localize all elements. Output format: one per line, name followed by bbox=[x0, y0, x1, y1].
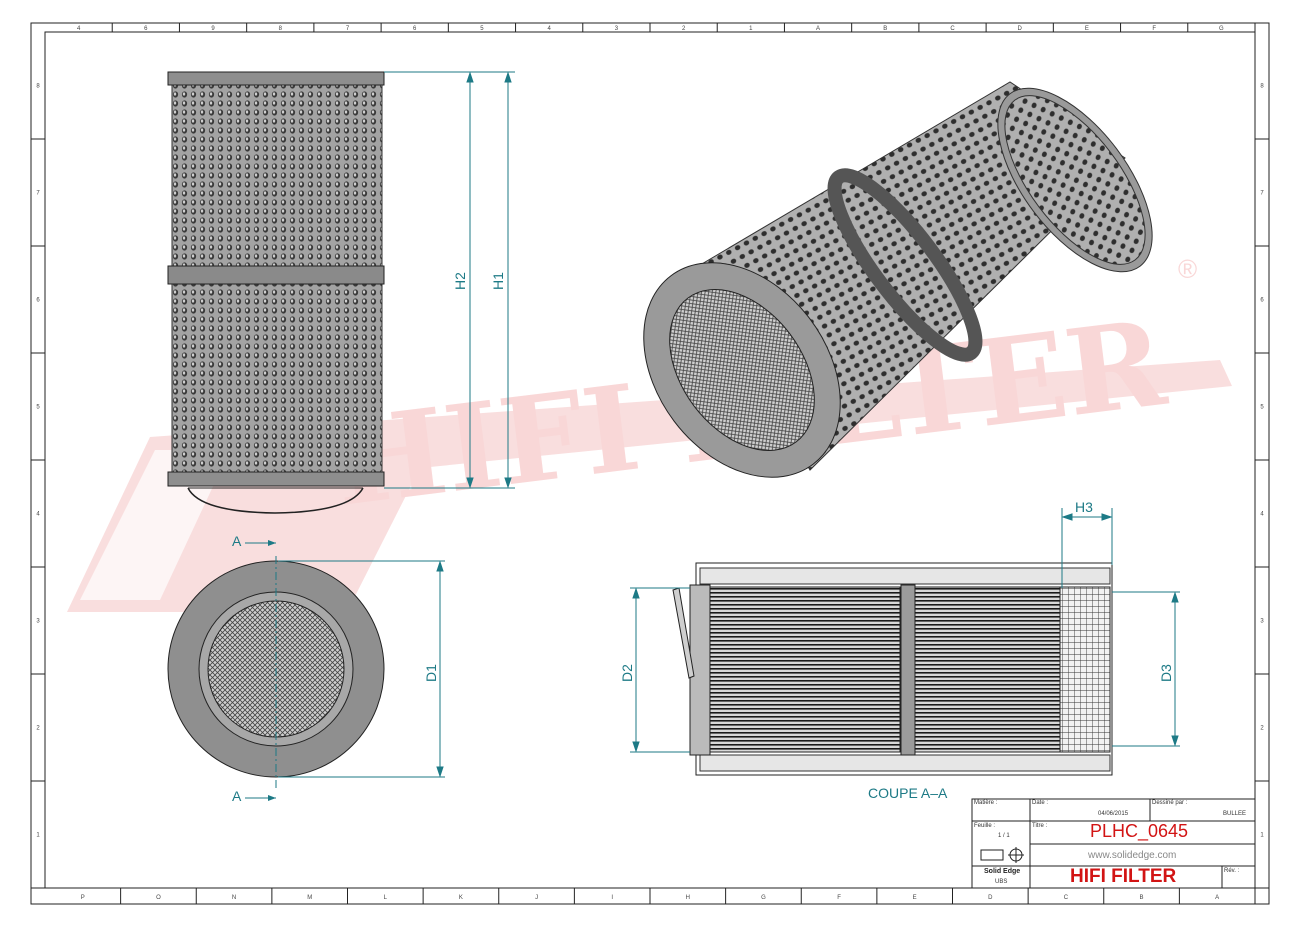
drawn-by-label: Dessiné par : bbox=[1152, 800, 1188, 806]
end-view bbox=[167, 540, 385, 801]
title-block bbox=[971, 798, 1256, 889]
sheet-value: 1 / 1 bbox=[998, 833, 1010, 839]
left-zone-mark: 5 bbox=[36, 405, 40, 411]
watermark-mark: ® bbox=[1178, 254, 1197, 284]
left-zone-mark: 4 bbox=[36, 512, 40, 518]
bottom-zone-mark: P bbox=[81, 895, 85, 901]
right-zone-mark: 4 bbox=[1260, 512, 1264, 518]
drawn-by-value: BULLEE bbox=[1223, 811, 1247, 817]
top-zone-mark: 3 bbox=[615, 26, 619, 32]
date-value: 04/06/2015 bbox=[1098, 811, 1129, 817]
rev-label: Rév. : bbox=[1224, 868, 1240, 874]
bottom-zone-mark: D bbox=[988, 895, 993, 901]
sheet-label: Feuille : bbox=[974, 823, 996, 829]
part-number: PLHC_0645 bbox=[1090, 821, 1189, 841]
top-zone-mark: G bbox=[1219, 26, 1224, 32]
left-zone-mark: 7 bbox=[36, 191, 40, 197]
bottom-zone-mark: O bbox=[156, 895, 161, 901]
right-zone-mark: 1 bbox=[1260, 833, 1264, 839]
right-zone-mark: 2 bbox=[1260, 726, 1264, 732]
dim-h1: H1 bbox=[490, 272, 506, 290]
units: UBS bbox=[995, 879, 1008, 885]
bottom-zone-mark: C bbox=[1064, 895, 1069, 901]
right-zone-mark: 6 bbox=[1260, 298, 1264, 304]
right-zone-mark: 3 bbox=[1260, 619, 1264, 625]
top-zone-mark: 5 bbox=[480, 26, 484, 32]
top-zone-mark: D bbox=[1018, 26, 1023, 32]
bottom-zone-mark: L bbox=[384, 895, 388, 901]
section-label: COUPE A–A bbox=[868, 785, 948, 801]
dim-h2: H2 bbox=[452, 272, 468, 290]
right-zone-mark: 7 bbox=[1260, 191, 1264, 197]
dim-d3: D3 bbox=[1158, 664, 1174, 682]
bottom-zone-mark: I bbox=[611, 895, 613, 901]
bottom-zone-mark: J bbox=[535, 895, 538, 901]
left-zone-mark: 3 bbox=[36, 619, 40, 625]
company-name: HIFI FILTER bbox=[1070, 866, 1177, 887]
bottom-zone-mark: F bbox=[837, 895, 841, 901]
top-zone-mark: C bbox=[950, 26, 955, 32]
material-label: Matière : bbox=[974, 800, 998, 806]
top-zone-mark: A bbox=[816, 26, 820, 32]
top-zone-mark: 6 bbox=[144, 26, 148, 32]
section-mark-bottom: A bbox=[232, 788, 242, 804]
isometric-view bbox=[643, 81, 1153, 478]
bottom-zone-mark: H bbox=[686, 895, 690, 901]
right-zone-mark: 5 bbox=[1260, 405, 1264, 411]
dim-d1: D1 bbox=[423, 664, 439, 682]
top-zone-mark: F bbox=[1152, 26, 1156, 32]
top-zone-mark: 9 bbox=[211, 26, 215, 32]
left-zone-mark: 6 bbox=[36, 298, 40, 304]
software-name: Solid Edge bbox=[984, 868, 1021, 875]
top-zone-mark: E bbox=[1085, 26, 1089, 32]
section-mark-top: A bbox=[232, 533, 242, 549]
top-zone-mark: 8 bbox=[279, 26, 283, 32]
bottom-zone-mark: N bbox=[232, 895, 236, 901]
bottom-zone-mark: B bbox=[1140, 895, 1144, 901]
date-label: Date : bbox=[1032, 800, 1049, 806]
height-dimensions bbox=[384, 71, 515, 489]
title-label: Titre : bbox=[1032, 823, 1048, 829]
bottom-zone-mark: A bbox=[1215, 895, 1219, 901]
bottom-zone-mark: M bbox=[307, 895, 312, 901]
top-zone-mark: 2 bbox=[682, 26, 686, 32]
left-zone-mark: 2 bbox=[36, 726, 40, 732]
front-view bbox=[167, 71, 385, 514]
bottom-zone-mark: K bbox=[459, 895, 463, 901]
left-zone-mark: 1 bbox=[36, 833, 40, 839]
left-zone-mark: 8 bbox=[36, 84, 40, 90]
bottom-zone-mark: E bbox=[913, 895, 917, 901]
top-zone-mark: B bbox=[883, 26, 887, 32]
d2-d3-h3-dimensions bbox=[630, 508, 1180, 753]
dim-d2: D2 bbox=[619, 664, 635, 682]
d1-dimension bbox=[278, 560, 445, 778]
bottom-zone-mark: G bbox=[761, 895, 766, 901]
section-view bbox=[672, 562, 1113, 776]
right-zone-mark: 8 bbox=[1260, 84, 1264, 90]
website: www.solidedge.com bbox=[1088, 850, 1177, 861]
dim-h3: H3 bbox=[1075, 499, 1093, 515]
top-zone-mark: 6 bbox=[413, 26, 417, 32]
top-zone-mark: 4 bbox=[547, 26, 551, 32]
top-zone-mark: 7 bbox=[346, 26, 350, 32]
top-zone-mark: 1 bbox=[749, 26, 753, 32]
top-zone-mark: 4 bbox=[77, 26, 81, 32]
